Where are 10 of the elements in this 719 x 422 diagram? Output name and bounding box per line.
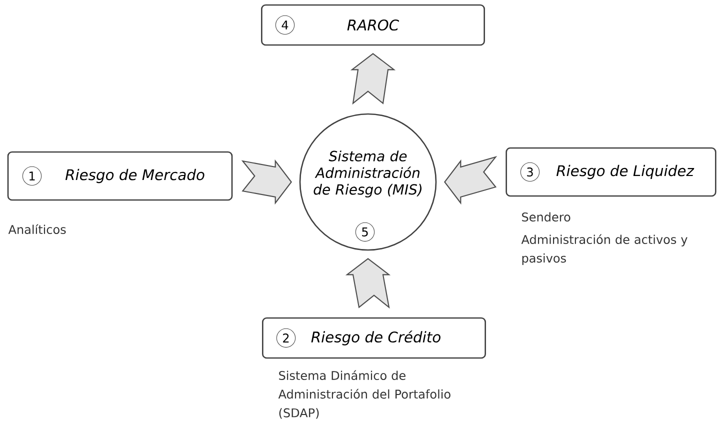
process-box: 2 Riesgo de Crédito	[262, 317, 486, 359]
block-arrow	[444, 156, 498, 205]
process-box: 4 RAROC	[261, 4, 485, 46]
note-text: Administración de activos y pasivos	[521, 234, 688, 266]
note-text: Analíticos	[8, 224, 66, 234]
process-box: 3 Riesgo de Liquidez	[506, 147, 716, 197]
note-text: Sendero	[522, 212, 570, 222]
block-arrow	[345, 258, 391, 309]
note-text: Sistema Dinámico de Administración del Portafolio (SDAP)	[278, 370, 450, 419]
process-box: 1 Riesgo de Mercado	[7, 151, 233, 201]
